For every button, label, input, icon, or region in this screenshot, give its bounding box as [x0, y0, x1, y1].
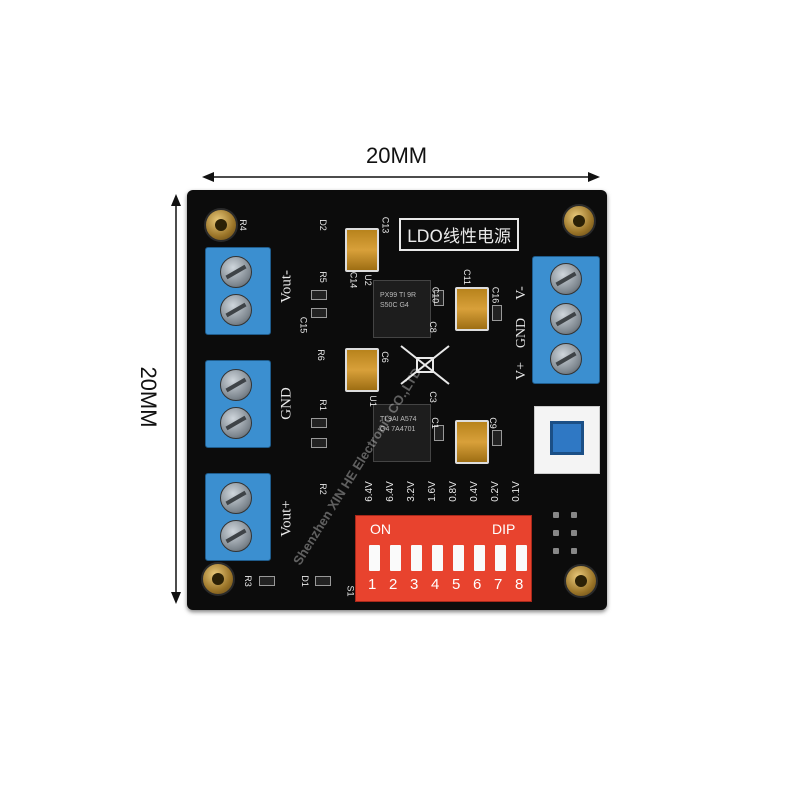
terminal-screw-icon: [220, 256, 252, 288]
ref-u2: U2: [362, 274, 373, 286]
smd-resistor: [311, 438, 327, 448]
smd-resistor: [311, 308, 327, 318]
mounting-hole-top-left: [204, 208, 238, 242]
height-dimension-label: 20MM: [136, 366, 161, 428]
ref-u1: U1: [367, 395, 378, 407]
dip-voltage-label: 0.4V: [468, 481, 480, 502]
ref-c14: C14: [348, 271, 359, 289]
ref-r2: R2: [317, 483, 328, 495]
cross-marking-icon: [400, 345, 450, 385]
mounting-hole-bottom-left: [201, 562, 235, 596]
ref-c13: C13: [380, 216, 391, 234]
regulator-chip-u1: TI 9AI A574 G4 7A4701: [373, 404, 431, 462]
ref-d2: D2: [317, 219, 328, 231]
label-gnd-left: GND: [278, 387, 295, 420]
dip-voltage-label: 6.4V: [363, 481, 375, 502]
label-v-plus: V+: [514, 362, 529, 381]
dip-label: DIP: [492, 521, 516, 537]
ref-r5: R5: [317, 271, 328, 283]
label-vout-plus: Vout+: [278, 500, 295, 537]
ref-r1: R1: [317, 399, 328, 411]
dip-switch-7[interactable]: [495, 545, 506, 571]
dip-switch-4[interactable]: [432, 545, 443, 571]
dip-voltage-label: 0.2V: [489, 481, 501, 502]
ref-s1: S1: [345, 585, 356, 597]
capacitor: [455, 420, 489, 464]
dip-voltage-label: 1.6V: [426, 481, 438, 502]
dip-switch-2[interactable]: [390, 545, 401, 571]
pin-header: [549, 508, 589, 578]
label-vout-minus: Vout-: [278, 269, 295, 304]
dip-switch-1[interactable]: [369, 545, 380, 571]
terminal-block-vout-plus[interactable]: [205, 473, 271, 561]
terminal-block-vout-minus[interactable]: [205, 247, 271, 335]
ref-c9: C9: [487, 417, 498, 429]
label-v-minus: V-: [514, 286, 529, 300]
terminal-screw-icon: [550, 343, 582, 375]
terminal-screw-icon: [220, 294, 252, 326]
ref-c16: C16: [490, 286, 501, 304]
width-dimension-label: 20MM: [366, 143, 428, 168]
smd-capacitor: [434, 290, 444, 306]
chip-marking: PX99 TI 9R S50C G4: [380, 292, 417, 309]
dip-switch-3[interactable]: [411, 545, 422, 571]
dip-number: 6: [473, 576, 482, 593]
terminal-screw-icon: [220, 482, 252, 514]
push-button-cap[interactable]: [550, 421, 584, 455]
capacitor: [455, 287, 489, 331]
dip-voltage-label: 6.4V: [384, 481, 396, 502]
smd-capacitor: [434, 425, 444, 441]
chip-marking: TI 9AI A574 G4 7A4701: [380, 416, 417, 433]
regulator-chip-u2: PX99 TI 9R S50C G4: [373, 280, 431, 338]
push-button-housing[interactable]: [534, 406, 600, 474]
ref-c10: C10: [430, 286, 441, 304]
terminal-screw-icon: [220, 520, 252, 552]
dip-number: 8: [515, 576, 524, 593]
dip-number: 2: [389, 576, 398, 593]
terminal-block-gnd[interactable]: [205, 360, 271, 448]
dip-number: 4: [431, 576, 440, 593]
smd-led: [315, 576, 331, 586]
dip-voltage-labels: 6.4V 6.4V 3.2V 1.6V 0.8V 0.4V 0.2V 0.1V: [359, 474, 529, 519]
smd-resistor: [311, 418, 327, 428]
dip-on-label: ON: [370, 521, 391, 537]
pcb-board: LDO线性电源 Vout- GND Vout+ V- GND V+ PX99 T…: [187, 190, 607, 610]
mounting-hole-bottom-right: [564, 564, 598, 598]
ref-r6: R6: [315, 349, 326, 361]
dip-number: 3: [410, 576, 419, 593]
terminal-screw-icon: [220, 407, 252, 439]
ref-c15: C15: [298, 316, 309, 334]
smd-led: [259, 576, 275, 586]
smd-capacitor: [492, 305, 502, 321]
ref-c6: C6: [379, 351, 390, 363]
board-title: LDO线性电源: [399, 218, 519, 251]
ref-c3: C3: [427, 391, 438, 403]
ref-c1: C1: [429, 417, 440, 429]
ref-r4: R4: [237, 219, 248, 231]
dip-switch[interactable]: ON DIP 1 2 3 4 5 6 7 8: [355, 515, 532, 602]
capacitor: [345, 348, 379, 392]
ref-d1: D1: [299, 575, 310, 587]
mounting-hole-top-right: [562, 204, 596, 238]
dip-switch-5[interactable]: [453, 545, 464, 571]
capacitor: [345, 228, 379, 272]
smd-capacitor: [492, 430, 502, 446]
dip-switch-8[interactable]: [516, 545, 527, 571]
terminal-block-input[interactable]: [532, 256, 600, 384]
ref-r3: R3: [242, 575, 253, 587]
dip-voltage-label: 3.2V: [405, 481, 417, 502]
dip-number: 1: [368, 576, 377, 593]
terminal-screw-icon: [220, 369, 252, 401]
dip-voltage-label: 0.8V: [447, 481, 459, 502]
terminal-screw-icon: [550, 303, 582, 335]
terminal-screw-icon: [550, 263, 582, 295]
dip-switch-6[interactable]: [474, 545, 485, 571]
dip-number: 5: [452, 576, 461, 593]
dip-number: 7: [494, 576, 503, 593]
smd-resistor: [311, 290, 327, 300]
dip-voltage-label: 0.1V: [510, 481, 522, 502]
